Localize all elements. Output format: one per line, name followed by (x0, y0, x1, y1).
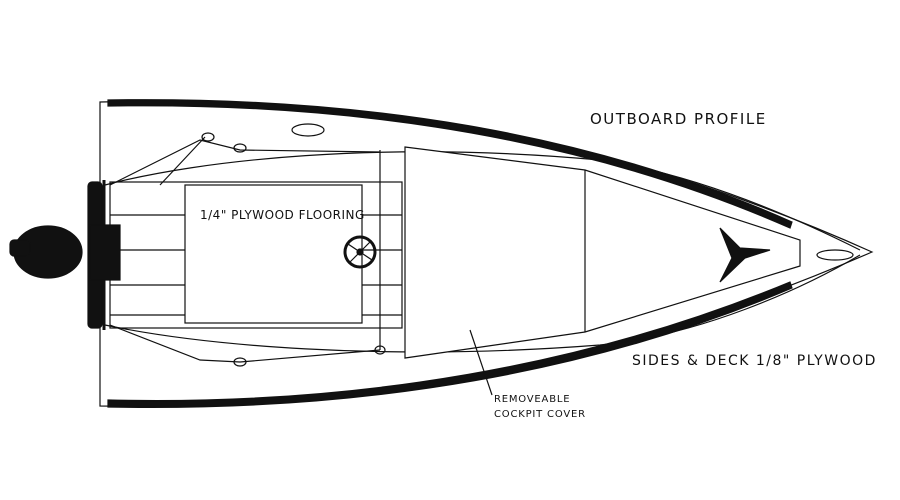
deck-line-bottom (104, 254, 861, 353)
cleat (374, 345, 386, 355)
gunwale-stripe-top (107, 99, 793, 229)
cleat (233, 357, 247, 367)
hatch-fitting (291, 123, 325, 137)
flooring-label: 1/4" PLYWOOD FLOORING (200, 208, 365, 222)
outboard-profile-label: OUTBOARD PROFILE (590, 110, 767, 128)
cockpit-cover-label-line2: COCKPIT COVER (494, 409, 586, 420)
outboard-motor (9, 181, 121, 329)
sides-deck-label: SIDES & DECK 1/8" PLYWOOD (632, 353, 877, 369)
cockpit-cover-label-line1: REMOVEABLE (494, 394, 571, 405)
bird-emblem (719, 227, 771, 283)
plywood-flooring (184, 184, 363, 324)
steering-wheel (343, 235, 377, 269)
gunwale-stripe-bottom (107, 281, 793, 409)
deck-line-top (104, 151, 861, 251)
bow-fitting (816, 249, 854, 261)
cleat (233, 143, 247, 153)
cleat (201, 132, 215, 142)
